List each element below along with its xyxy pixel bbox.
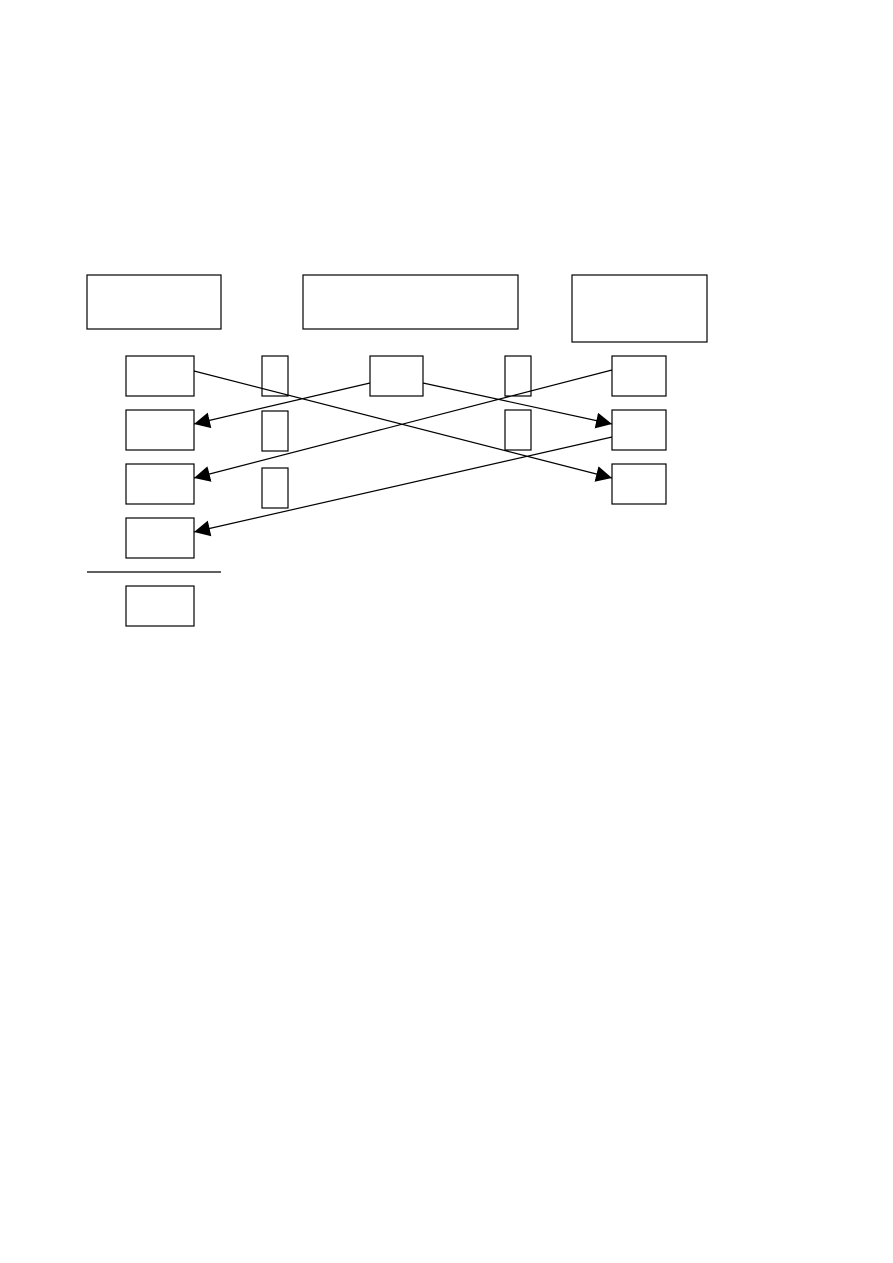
header-box-right [571, 274, 708, 343]
arrow-center-to-right2 [422, 382, 613, 429]
left-box-3 [125, 463, 195, 505]
right-box-1 [611, 355, 667, 397]
center-box [369, 355, 424, 397]
right-box-3 [611, 463, 667, 505]
arrow-center-to-left2 [193, 382, 371, 429]
left-box-5 [125, 585, 195, 627]
narrow-box-left-3 [261, 467, 289, 509]
left-box-4 [125, 517, 195, 559]
arrow-right1-to-left3 [193, 369, 613, 482]
right-box-2 [611, 409, 667, 451]
arrow-right2-to-left4 [193, 436, 613, 537]
header-box-left [86, 274, 222, 330]
header-box-center [302, 274, 519, 330]
left-box-1 [125, 355, 195, 397]
narrow-box-right-1 [504, 355, 532, 397]
narrow-box-right-2 [504, 409, 532, 451]
narrow-box-left-2 [261, 410, 289, 452]
left-box-2 [125, 409, 195, 451]
